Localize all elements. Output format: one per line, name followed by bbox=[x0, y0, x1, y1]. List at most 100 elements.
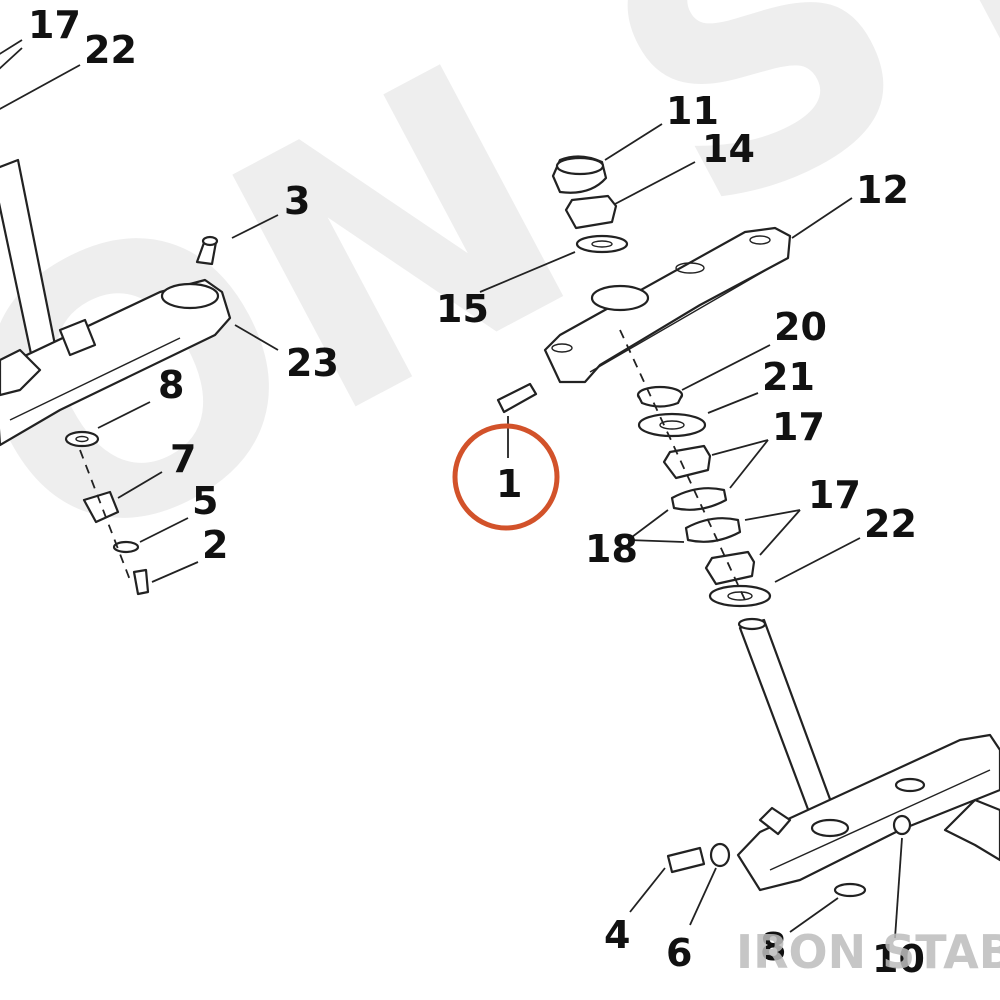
hex-nut-part-14 bbox=[564, 194, 618, 230]
washer-part-15 bbox=[575, 234, 629, 254]
lower-bracket-assembly bbox=[666, 617, 1000, 898]
clamp-bore-left bbox=[160, 282, 220, 310]
plug-part-10 bbox=[892, 814, 912, 836]
label-17-mid: 17 bbox=[772, 405, 825, 449]
leader-17-mid-a bbox=[711, 439, 769, 456]
assembly-axis-right bbox=[619, 329, 746, 601]
leader-17-low-b bbox=[759, 509, 801, 556]
leader-6 bbox=[689, 867, 717, 926]
label-4: 4 bbox=[604, 913, 630, 957]
bolt-part-4 bbox=[666, 846, 706, 874]
leader-21 bbox=[707, 392, 759, 414]
highlight-circle-part-1 bbox=[452, 423, 560, 531]
leader-17-top bbox=[0, 39, 23, 55]
washer-hole-21 bbox=[659, 420, 685, 430]
brand-watermark: IRON STABLE bbox=[736, 925, 1000, 979]
cap-nut-top-11 bbox=[555, 156, 605, 176]
leader-20 bbox=[681, 344, 771, 391]
washer-hole-15 bbox=[591, 240, 613, 248]
leader-11 bbox=[604, 123, 663, 161]
label-12: 12 bbox=[856, 168, 909, 212]
fork-lug-right bbox=[943, 798, 1000, 862]
leader-22-top bbox=[0, 64, 81, 110]
screw-part-2 bbox=[132, 568, 150, 596]
label-18: 18 bbox=[585, 527, 638, 571]
label-1: 1 bbox=[496, 462, 522, 506]
top-bracket-part-12 bbox=[543, 226, 792, 384]
label-8-right: 8 bbox=[760, 925, 786, 969]
leader-4 bbox=[629, 867, 666, 913]
leader-8-left bbox=[97, 401, 151, 429]
bearing-side-20 bbox=[637, 394, 683, 408]
label-21: 21 bbox=[762, 355, 815, 399]
upper-bracket-assembly bbox=[496, 155, 792, 608]
bracket-edge-12 bbox=[589, 261, 781, 373]
washer-part-5 bbox=[112, 540, 140, 554]
lower-bracket bbox=[736, 733, 1000, 892]
label-2: 2 bbox=[202, 523, 228, 567]
bracket-hole-left-12 bbox=[551, 343, 573, 353]
leader-17-low-a bbox=[744, 509, 801, 521]
leader-18-a bbox=[627, 509, 669, 541]
leader-17-mid-b bbox=[729, 439, 769, 489]
bracket-bore-12 bbox=[590, 284, 650, 312]
leader-3 bbox=[231, 214, 279, 239]
leader-lines bbox=[0, 39, 903, 939]
label-17-low: 17 bbox=[808, 473, 861, 517]
label-3: 3 bbox=[284, 179, 310, 223]
label-8-left: 8 bbox=[158, 363, 184, 407]
washer-part-8-right bbox=[833, 882, 867, 898]
bracket-slot-12 bbox=[675, 262, 705, 274]
washer-part-6 bbox=[709, 842, 731, 868]
leader-23 bbox=[234, 324, 279, 351]
label-17-top: 17 bbox=[28, 3, 81, 47]
leader-14 bbox=[614, 161, 696, 205]
leader-7 bbox=[117, 471, 163, 499]
washer-part-8-left bbox=[64, 430, 100, 448]
leader-12 bbox=[791, 197, 853, 239]
clamp-boss-left bbox=[58, 318, 97, 357]
stem-top bbox=[737, 617, 767, 631]
clamp-edge-left bbox=[9, 337, 181, 421]
clamp-lug-left bbox=[0, 348, 42, 397]
label-23: 23 bbox=[286, 341, 339, 385]
part-labels: 17 22 3 23 8 7 5 2 11 14 12 15 20 21 17 … bbox=[28, 3, 925, 981]
leader-18-b bbox=[627, 539, 685, 543]
leader-2 bbox=[151, 561, 199, 583]
washer-part-21 bbox=[637, 412, 707, 438]
label-5: 5 bbox=[192, 479, 218, 523]
label-7: 7 bbox=[170, 437, 196, 481]
leader-17-top-b bbox=[0, 47, 23, 70]
assembly-axis-left bbox=[79, 449, 131, 581]
leader-5 bbox=[139, 517, 189, 543]
label-15: 15 bbox=[436, 287, 489, 331]
seal-part-22 bbox=[708, 584, 772, 608]
clip-part-7 bbox=[82, 490, 120, 524]
leader-10 bbox=[894, 837, 903, 939]
label-6: 6 bbox=[666, 931, 692, 975]
bolt-head-3 bbox=[201, 235, 219, 247]
bracket-hole-right-12 bbox=[749, 235, 771, 245]
label-14: 14 bbox=[702, 127, 755, 171]
label-11: 11 bbox=[666, 89, 719, 133]
seal-hole-22 bbox=[727, 591, 753, 601]
race-part-18-upper bbox=[670, 487, 728, 511]
lower-bracket-hole bbox=[894, 777, 926, 793]
label-22-right: 22 bbox=[864, 502, 917, 546]
steering-stem bbox=[738, 618, 836, 822]
label-10: 10 bbox=[872, 937, 925, 981]
lower-bracket-edge bbox=[769, 769, 991, 871]
lower-bracket-bore bbox=[810, 818, 850, 838]
label-20: 20 bbox=[774, 305, 827, 349]
race-part-18-lower bbox=[684, 517, 742, 543]
leader-22-right bbox=[774, 537, 861, 583]
left-lower-bracket-assembly bbox=[0, 158, 232, 596]
washer-hole-8-left bbox=[75, 435, 89, 443]
screw-part-1 bbox=[496, 382, 538, 414]
bearing-part-17-upper bbox=[662, 444, 712, 480]
leader-8-right bbox=[789, 897, 839, 933]
leader-15 bbox=[479, 251, 576, 293]
label-22-top: 22 bbox=[84, 28, 137, 72]
